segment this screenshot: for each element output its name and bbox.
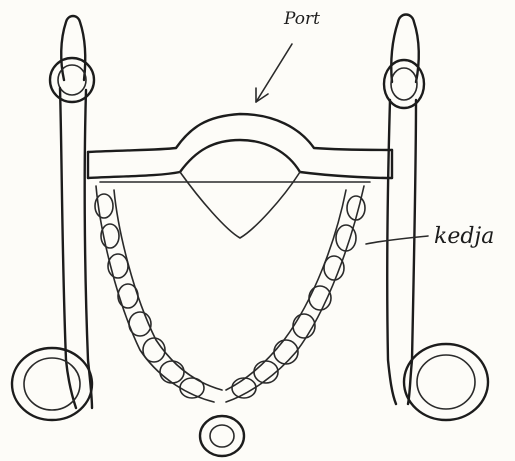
kedja-label: kedja (434, 224, 494, 249)
mouthpiece (88, 114, 392, 238)
right-cheek-piece (384, 15, 488, 421)
kedja-leader-line (366, 236, 428, 244)
curb-chain (95, 186, 365, 402)
left-cheek-piece (12, 16, 94, 420)
center-ring (200, 416, 244, 456)
port-label: Port (284, 9, 320, 29)
port-arrowhead (256, 88, 268, 102)
port-leader-arrow (256, 44, 292, 102)
